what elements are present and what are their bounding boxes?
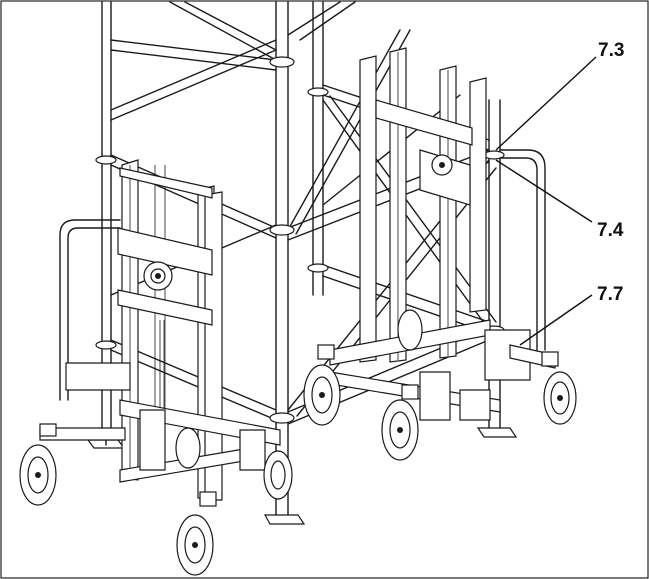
right-lifting-unit: [303, 47, 577, 461]
caster-wheels-left: [19, 423, 293, 576]
callout-label-7-4: 7.4: [597, 220, 624, 241]
callout-label-7-3: 7.3: [598, 40, 624, 61]
callout-label-7-7: 7.7: [597, 284, 623, 305]
left-lifting-unit: [19, 159, 293, 576]
callout-7-7: 7.7: [519, 284, 623, 346]
caster-wheels-right: [303, 309, 577, 461]
callout-7-4: 7.4: [495, 159, 624, 241]
horizontal-ledgers: [110, 39, 490, 425]
callout-7-3: 7.3: [495, 40, 624, 151]
diagonal-braces: [110, 1, 497, 417]
